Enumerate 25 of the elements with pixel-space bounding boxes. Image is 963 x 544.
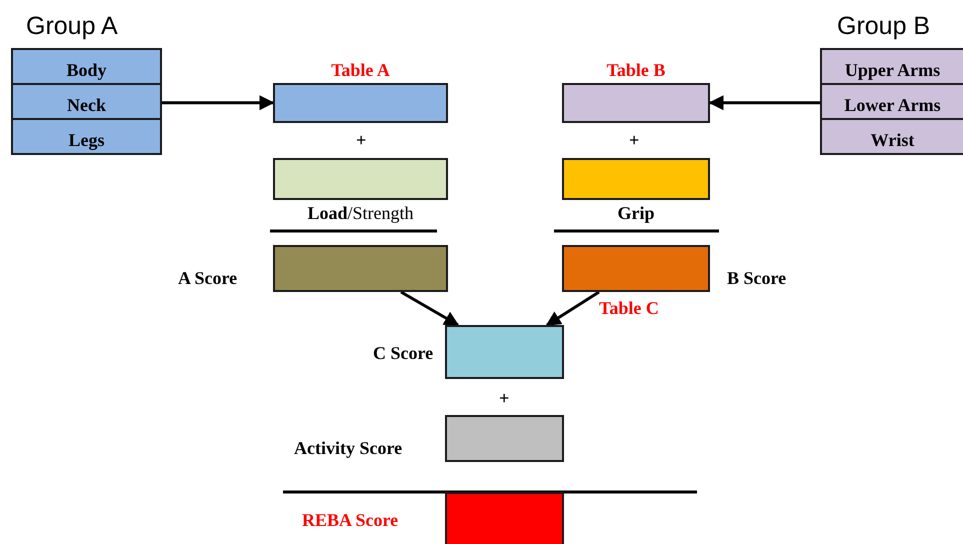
plus-sign: + <box>356 129 366 151</box>
table-row: Upper Arms <box>820 48 963 85</box>
score-label: A Score <box>178 267 238 289</box>
score-label: C Score <box>373 342 434 364</box>
score-label: Table B <box>606 59 666 81</box>
score-label: REBA Score <box>302 509 398 531</box>
table-row: Neck <box>11 83 162 120</box>
group-heading: Group B <box>837 12 930 41</box>
table-row: Wrist <box>820 118 963 155</box>
score-label: Grip <box>616 202 656 224</box>
score-label: Table A <box>330 59 391 81</box>
arrow <box>162 95 274 110</box>
arrow <box>400 290 460 326</box>
score-label: Load/Strength <box>306 202 415 224</box>
group-heading: Group A <box>26 12 118 41</box>
table-row: Legs <box>11 118 162 155</box>
score-label: B Score <box>727 267 786 289</box>
arrow <box>708 95 820 110</box>
arrow <box>546 290 600 326</box>
table-row: Body <box>11 48 162 85</box>
table-label: Table C <box>599 297 659 319</box>
plus-sign: + <box>629 129 640 151</box>
table-row: Lower Arms <box>820 83 963 120</box>
score-label: Activity Score <box>294 437 402 459</box>
plus-sign: + <box>499 387 510 409</box>
